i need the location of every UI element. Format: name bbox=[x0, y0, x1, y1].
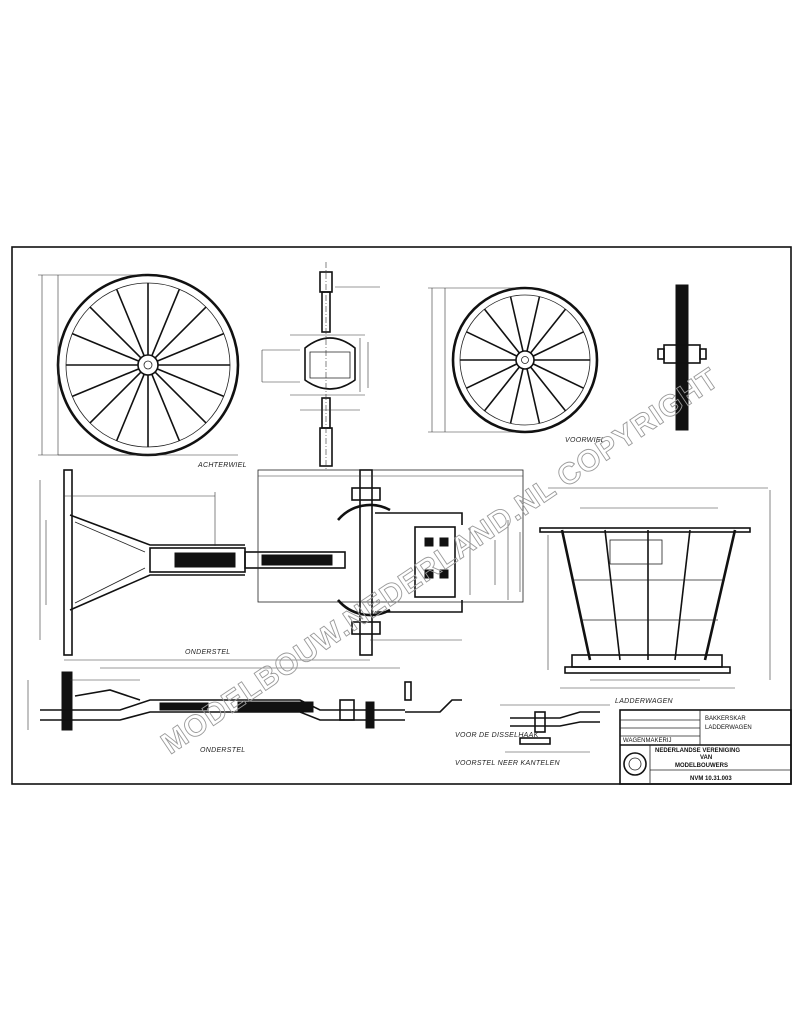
wheel-spoke bbox=[529, 308, 567, 354]
wheel-spoke bbox=[466, 331, 518, 357]
label-wheel-front: ACHTERWIEL bbox=[197, 462, 247, 469]
wheel-spoke bbox=[532, 331, 584, 357]
wheel-spoke bbox=[71, 332, 140, 362]
wheel-spoke bbox=[154, 306, 207, 359]
label-side-view: ONDERSTEL bbox=[200, 747, 246, 754]
label-plan-view: ONDERSTEL bbox=[185, 649, 231, 656]
tb-org-3: MODELBOUWERS bbox=[675, 763, 728, 769]
wheel-side-profile bbox=[657, 284, 707, 431]
wheel-spoke bbox=[151, 373, 181, 442]
wheel-spoke bbox=[115, 373, 145, 442]
wheel-spoke bbox=[526, 296, 541, 352]
label-rack-view: LADDERWAGEN bbox=[615, 698, 674, 705]
wheel-spoke bbox=[483, 308, 521, 354]
wheel-spoke bbox=[509, 368, 524, 424]
ladder-rack-view: LADDERWAGEN bbox=[539, 487, 771, 705]
wheel-spoke bbox=[483, 366, 521, 412]
wheel-spoke bbox=[509, 296, 524, 352]
wheel-spoke bbox=[156, 368, 225, 398]
tb-row-4: WAGENMAKERIJ bbox=[623, 738, 671, 744]
tb-sheet-number: NVM 10.31.003 bbox=[690, 776, 732, 782]
wheel-spoke bbox=[526, 368, 541, 424]
tb-org-2: VAN bbox=[700, 755, 712, 761]
wheel-spoke bbox=[154, 371, 207, 424]
wheel-front-view: ACHTERWIEL bbox=[38, 273, 247, 469]
org-seal-icon bbox=[623, 752, 647, 776]
wheel-spoke bbox=[466, 363, 518, 389]
note-detail: VOOR DE DISSELHAAK bbox=[455, 732, 539, 739]
wheel-spoke bbox=[115, 288, 145, 357]
label-wheel-rear: VOORWIEL bbox=[565, 437, 605, 444]
wheel-spoke bbox=[89, 371, 142, 424]
wheel-spoke bbox=[532, 363, 584, 389]
wheel-spoke bbox=[89, 306, 142, 359]
undercarriage-side-view: ONDERSTEL bbox=[27, 667, 462, 754]
tb-right-2: LADDERWAGEN bbox=[705, 725, 752, 731]
wheel-spoke bbox=[71, 368, 140, 398]
note-detail-sub: VOORSTEL NEER KANTELEN bbox=[455, 760, 561, 767]
wheel-rear-view: VOORWIEL bbox=[428, 286, 605, 444]
tb-right-1: BAKKERSKAR bbox=[705, 716, 746, 722]
wheel-spoke bbox=[151, 288, 181, 357]
hitch-detail: VOOR DE DISSELHAAK VOORSTEL NEER KANTELE… bbox=[455, 704, 610, 767]
hub-detail bbox=[261, 262, 380, 470]
wheel-spoke bbox=[529, 366, 567, 412]
drawing-border bbox=[11, 246, 792, 785]
wheel-spoke bbox=[156, 332, 225, 362]
title-block: WAGENMAKERIJ BAKKERSKAR LADDERWAGEN NEDE… bbox=[619, 709, 792, 785]
tb-org-1: NEDERLANDSE VERENIGING bbox=[655, 748, 740, 754]
undercarriage-plan-view: ONDERSTEL bbox=[39, 469, 524, 661]
